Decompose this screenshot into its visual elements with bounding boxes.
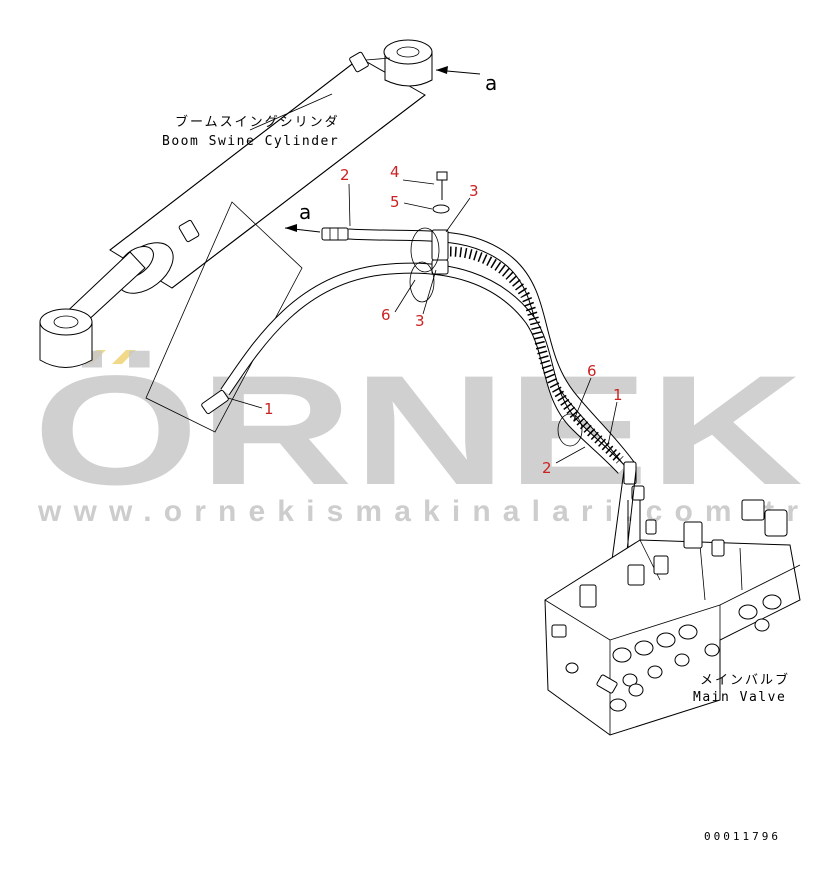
head-port [349,51,369,73]
detail-box [145,201,303,433]
hose-2-lower-fitting [623,461,637,485]
callout-2-right: 2 [542,459,552,477]
hose-2-fitting [321,227,349,241]
callout-1-left: 1 [264,400,274,418]
valve-label-jp: メインバルブ [700,672,790,688]
rod-port [178,219,200,243]
callout-3-low: 3 [415,312,425,330]
view-arrow-top: a [435,66,497,95]
watermark-umlaut-right [112,350,136,364]
spiral-guard [439,246,624,464]
hose-1-fitting [201,389,229,415]
main-valve [544,499,801,736]
callout-5: 5 [390,193,400,211]
band-lower [409,261,435,303]
watermark: ÖRNEK www.ornekismakinalari.com.tr [33,344,803,528]
cylinder-label: ブームスイングシリンダ Boom Swine Cylinder [162,93,340,149]
callout-2-top: 2 [340,166,350,184]
valve-label-en: Main Valve [693,690,786,705]
washer [432,204,450,214]
boom-swing-cylinder [39,39,433,368]
clamp-hardware [409,171,583,447]
clamp-lower [431,259,449,275]
drawing-number: 00011796 [704,830,781,843]
callouts: 2 4 5 3 6 3 1 6 1 2 [227,163,623,477]
hose-assembly [201,227,645,565]
view-marker-mid: a [299,200,311,224]
cylinder-label-en: Boom Swine Cylinder [162,134,339,149]
callout-1-right: 1 [613,386,623,404]
clamp-upper [431,229,449,261]
band-valve [557,413,583,447]
band-upper [410,227,440,273]
callout-4: 4 [390,163,400,181]
view-arrow-mid: a [284,200,321,233]
bolt-head [436,171,448,181]
callout-3-top: 3 [469,182,479,200]
view-marker-top: a [485,71,497,95]
callout-6-right: 6 [587,362,597,380]
watermark-brand: ÖRNEK [33,344,803,518]
callout-6-left: 6 [381,306,391,324]
cylinder-label-jp: ブームスイングシリンダ [175,114,340,130]
